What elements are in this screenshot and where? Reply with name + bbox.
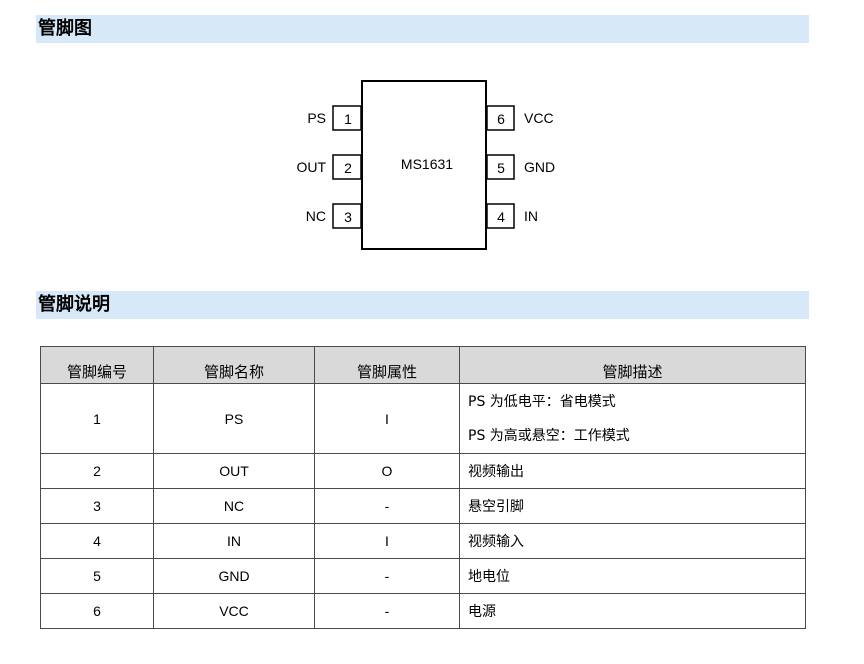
left-pin-1: 1 PS: [307, 105, 362, 131]
table-row: 1 PS I PS 为低电平：省电模式 PS 为高或悬空：工作模式: [40, 383, 806, 454]
pin-number: 4: [497, 209, 505, 225]
cell-pin-attribute: O: [314, 453, 460, 489]
pin-label: NC: [306, 208, 326, 224]
cell-pin-attribute: I: [314, 383, 460, 454]
pin-number: 6: [497, 111, 505, 127]
chip-name: MS1631: [401, 156, 453, 172]
cell-pin-name: NC: [153, 488, 315, 524]
pin-number: 5: [497, 160, 505, 176]
cell-pin-name: GND: [153, 558, 315, 594]
description-section-title: 管脚说明: [38, 294, 110, 315]
cell-pin-description: 地电位: [459, 558, 806, 594]
description-section-bar: [36, 291, 809, 319]
table-row: 6 VCC - 电源: [40, 593, 806, 629]
pin-label: GND: [524, 159, 555, 175]
header-pin-name: 管脚名称: [153, 346, 315, 384]
description-line: PS 为低电平：省电模式: [468, 393, 616, 410]
cell-pin-number: 3: [40, 488, 154, 524]
cell-pin-number: 6: [40, 593, 154, 629]
cell-pin-name: PS: [153, 383, 315, 454]
left-pin-3: 3 NC: [306, 203, 362, 229]
chip-pinout-diagram: MS1631 1 PS 2 OUT 3 NC 6 VCC 5 GND 4 IN: [296, 80, 555, 250]
cell-pin-number: 2: [40, 453, 154, 489]
cell-pin-description: 电源: [459, 593, 806, 629]
left-pin-2: 2 OUT: [296, 154, 362, 180]
chip-body: [361, 80, 487, 250]
cell-pin-attribute: -: [314, 488, 460, 524]
pin-label: VCC: [524, 110, 554, 126]
right-pin-6: 6 VCC: [486, 105, 554, 131]
cell-pin-description: 视频输出: [459, 453, 806, 489]
cell-pin-description: PS 为低电平：省电模式 PS 为高或悬空：工作模式: [459, 383, 806, 454]
header-pin-description: 管脚描述: [459, 346, 806, 384]
cell-pin-description: 视频输入: [459, 523, 806, 559]
cell-pin-description: 悬空引脚: [459, 488, 806, 524]
pin-number: 2: [344, 160, 352, 176]
cell-pin-attribute: -: [314, 558, 460, 594]
right-pin-4: 4 IN: [486, 203, 538, 229]
table-row: 5 GND - 地电位: [40, 558, 806, 594]
pin-label: IN: [524, 208, 538, 224]
cell-pin-attribute: I: [314, 523, 460, 559]
pin-label: OUT: [296, 159, 326, 175]
header-pin-attribute: 管脚属性: [314, 346, 460, 384]
pin-number: 3: [344, 209, 352, 225]
pinout-section-bar: [36, 15, 809, 43]
cell-pin-number: 5: [40, 558, 154, 594]
cell-pin-name: VCC: [153, 593, 315, 629]
cell-pin-attribute: -: [314, 593, 460, 629]
table-header-row: 管脚编号 管脚名称 管脚属性 管脚描述: [40, 346, 806, 384]
table-row: 2 OUT O 视频输出: [40, 453, 806, 489]
cell-pin-number: 4: [40, 523, 154, 559]
pin-number: 1: [344, 111, 352, 127]
pinout-section-title: 管脚图: [38, 18, 92, 39]
header-pin-number: 管脚编号: [40, 346, 154, 384]
table-row: 4 IN I 视频输入: [40, 523, 806, 559]
pin-label: PS: [307, 110, 326, 126]
cell-pin-name: OUT: [153, 453, 315, 489]
description-line: PS 为高或悬空：工作模式: [468, 427, 630, 444]
table-row: 3 NC - 悬空引脚: [40, 488, 806, 524]
pin-description-table: 管脚编号 管脚名称 管脚属性 管脚描述 1 PS I PS 为低电平：省电模式 …: [40, 346, 806, 629]
cell-pin-name: IN: [153, 523, 315, 559]
cell-pin-number: 1: [40, 383, 154, 454]
right-pin-5: 5 GND: [486, 154, 555, 180]
